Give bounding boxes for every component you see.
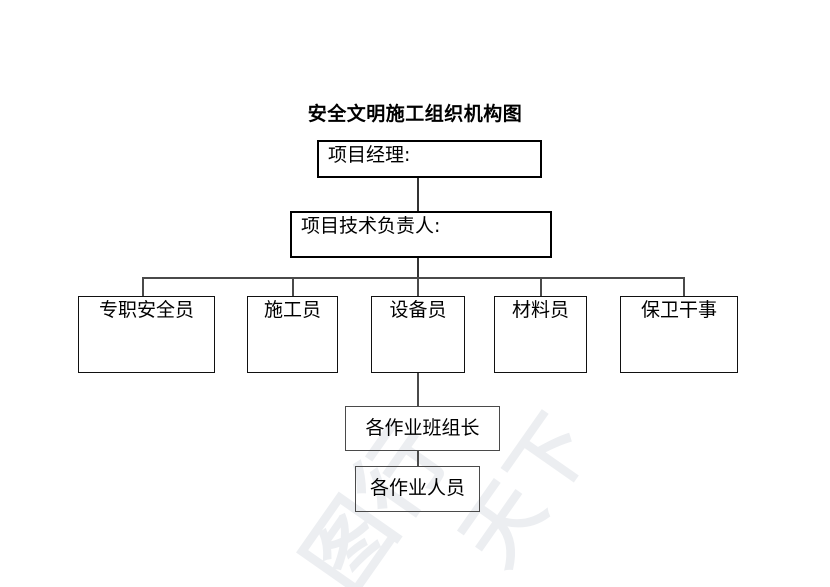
node-label-project-manager: 项目经理: <box>328 144 411 166</box>
node-workers[interactable]: 各作业人员 <box>355 466 480 512</box>
connector-team-leader-to-workers <box>417 450 419 466</box>
node-team-leader[interactable]: 各作业班组长 <box>345 406 500 451</box>
connector-tech-to-bus <box>417 258 419 278</box>
node-project-manager[interactable]: 项目经理: <box>317 140 542 178</box>
page-title: 安全文明施工组织机构图 <box>307 103 523 125</box>
node-security-officer[interactable]: 保卫干事 <box>620 296 738 373</box>
node-label-security-officer: 保卫干事 <box>640 299 717 321</box>
node-label-safety-officer: 专职安全员 <box>98 299 194 321</box>
connector-manager-to-tech <box>417 177 419 211</box>
connector-drop-equipment-staff <box>417 277 419 296</box>
node-project-technical-director[interactable]: 项目技术负责人: <box>290 211 552 258</box>
node-label-material-staff: 材料员 <box>511 299 569 321</box>
node-equipment-staff[interactable]: 设备员 <box>371 296 465 373</box>
node-label-workers: 各作业人员 <box>369 477 465 500</box>
connector-drop-construction-staff <box>292 277 294 296</box>
node-construction-staff[interactable]: 施工员 <box>247 296 338 373</box>
node-material-staff[interactable]: 材料员 <box>494 296 587 373</box>
connector-bus-horizontal <box>142 277 684 279</box>
node-label-construction-staff: 施工员 <box>263 299 321 321</box>
node-label-team-leader: 各作业班组长 <box>365 416 480 439</box>
connector-drop-material-staff <box>540 277 542 296</box>
connector-drop-safety-officer <box>142 277 144 296</box>
node-safety-officer[interactable]: 专职安全员 <box>78 296 215 373</box>
node-label-equipment-staff: 设备员 <box>389 299 447 321</box>
node-label-project-technical-director: 项目技术负责人: <box>301 215 441 237</box>
connector-drop-security-officer <box>683 277 685 296</box>
connector-equipment-to-team-leader <box>417 373 419 406</box>
